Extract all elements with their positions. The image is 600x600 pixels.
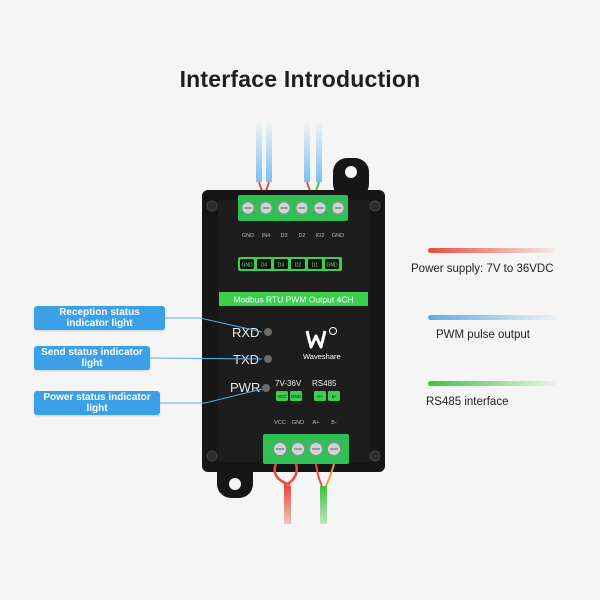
mounting-ear-top xyxy=(333,158,369,198)
rxd-led xyxy=(264,328,272,336)
bottom-pin-label: A+ xyxy=(313,420,320,426)
legend-power-text: Power supply: 7V to 36VDC xyxy=(411,263,554,275)
brand-name: Waveshare xyxy=(303,352,341,361)
top-terminal-block xyxy=(238,195,348,221)
waveshare-logo xyxy=(305,327,337,349)
channel-pin-box xyxy=(291,259,305,269)
channel-pin-label: GND xyxy=(241,263,253,269)
pwm-output-wires xyxy=(256,120,322,201)
bottom-pin-label: GND xyxy=(292,420,304,426)
model-banner xyxy=(219,292,368,306)
corner-screws xyxy=(206,200,381,462)
model-banner-text: Modbus RTU PWM Output 4CH xyxy=(233,295,353,305)
txd-label: TXD xyxy=(233,352,259,367)
channel-pin-box xyxy=(274,259,288,269)
small-pin-label: VCC xyxy=(277,394,287,399)
small-pin-label: GND xyxy=(291,394,302,399)
page-title: Interface Introduction xyxy=(179,66,421,92)
small-pin-label: B- xyxy=(332,394,337,399)
reception-callout: Reception status indicator light xyxy=(34,306,165,330)
channel-pin-label: D4 xyxy=(261,263,268,269)
channel-pin-label: D3 xyxy=(278,263,285,269)
power-callout: Power status indicator light xyxy=(34,391,160,415)
legend-pwm-swatch xyxy=(428,315,556,320)
small-pin-box xyxy=(276,391,288,401)
channel-pin-labels: GND D4 D3 D2 D1 GND xyxy=(240,259,339,269)
legend-power-swatch xyxy=(428,248,556,253)
channel-pin-box xyxy=(240,259,254,269)
top-pin-labels: GND IN4 D3 D2 IO2 GND xyxy=(242,233,344,239)
small-pin-box xyxy=(328,391,340,401)
callout-pointers xyxy=(149,317,263,404)
small-pin-labels: VCC GND A+ B- xyxy=(276,391,340,401)
small-pin-label: A+ xyxy=(317,394,323,399)
bottom-pin-label: VCC xyxy=(274,420,286,426)
top-pin-label: D3 xyxy=(280,233,287,239)
small-pin-box xyxy=(290,391,302,401)
pwr-led xyxy=(262,384,270,392)
top-pin-label: IN4 xyxy=(262,233,271,239)
channel-pin-label: D1 xyxy=(312,263,319,269)
bottom-pin-labels: VCC GND A+ B- xyxy=(274,420,337,426)
channel-pin-label: D2 xyxy=(295,263,302,269)
channel-pin-box xyxy=(325,259,339,269)
top-pin-label: IO2 xyxy=(316,233,325,239)
small-pin-box xyxy=(314,391,326,401)
channel-pin-box xyxy=(257,259,271,269)
bottom-terminal-block xyxy=(263,434,349,464)
send-callout: Send status indicator light xyxy=(34,346,150,370)
bottom-pin-label: B- xyxy=(331,420,337,426)
rs485-label: RS485 xyxy=(312,379,337,388)
channel-pin-box xyxy=(308,259,322,269)
rxd-label: RXD xyxy=(232,325,259,340)
channel-pin-label: GND xyxy=(326,263,338,269)
power-and-rs485-wires xyxy=(273,463,335,524)
legend-pwm-text: PWM pulse output xyxy=(436,329,530,341)
top-pin-label: D2 xyxy=(298,233,305,239)
top-pin-label: GND xyxy=(332,233,344,239)
txd-led xyxy=(264,355,272,363)
legend-rs485-text: RS485 interface xyxy=(426,396,509,408)
voltage-label: 7V-36V xyxy=(275,379,302,388)
top-pin-label: GND xyxy=(242,233,254,239)
legend-rs485-swatch xyxy=(428,381,556,386)
